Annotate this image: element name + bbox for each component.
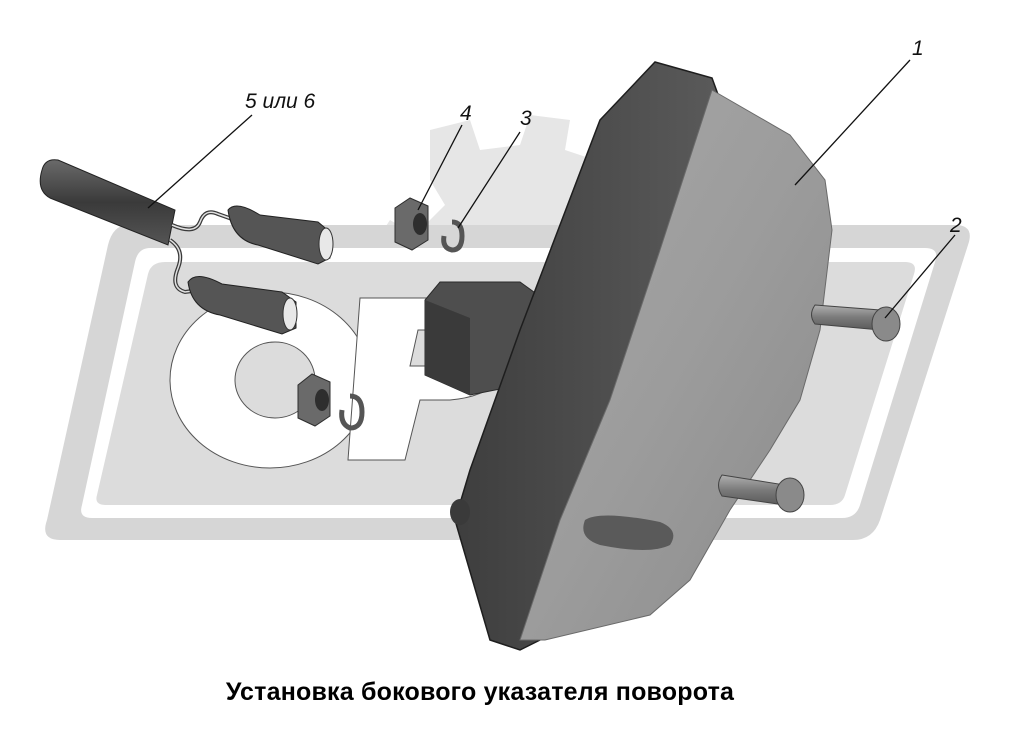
screw-lower-shank	[718, 474, 786, 506]
callout-2: 2	[949, 214, 962, 237]
nut-lower-hole	[315, 389, 329, 411]
washer-lower-ring	[339, 393, 365, 431]
harness-wire-lower-hi	[169, 239, 201, 293]
screw-upper-head	[871, 306, 901, 342]
figure-caption: Установка бокового указателя поворота	[225, 678, 735, 706]
leader-4	[417, 124, 463, 211]
leader-3	[457, 131, 521, 229]
leader-2	[884, 234, 956, 319]
washer-lower	[339, 393, 365, 431]
harness-terminal-upper-end	[318, 227, 334, 261]
harness-sleeve	[39, 159, 176, 246]
nut-upper	[394, 197, 429, 251]
nut-lower	[297, 373, 331, 427]
lamp-lens	[519, 89, 833, 641]
lamp-connector-face	[425, 300, 470, 395]
turn-signal-lamp	[424, 61, 833, 651]
lamp-lens-slot	[583, 515, 674, 550]
callout-3: 3	[520, 107, 532, 130]
screw-lower	[718, 474, 805, 513]
leader-lines	[147, 59, 956, 319]
callout-5-or-6: 5 или 6	[245, 90, 316, 113]
screw-lower-head	[775, 477, 805, 513]
harness-wire-upper-hi	[171, 211, 236, 231]
nut-upper-body	[394, 197, 429, 251]
screw-upper-shank	[811, 304, 881, 331]
screw-upper	[811, 304, 901, 342]
callout-4: 4	[460, 102, 472, 125]
nut-upper-hole	[413, 213, 427, 235]
lamp-stud	[450, 499, 470, 525]
leader-5	[147, 114, 253, 209]
callout-1: 1	[912, 37, 924, 60]
harness-terminal-lower-end	[282, 297, 298, 331]
leader-1	[794, 59, 911, 186]
nut-lower-body	[297, 373, 331, 427]
wire-harness	[39, 159, 334, 335]
